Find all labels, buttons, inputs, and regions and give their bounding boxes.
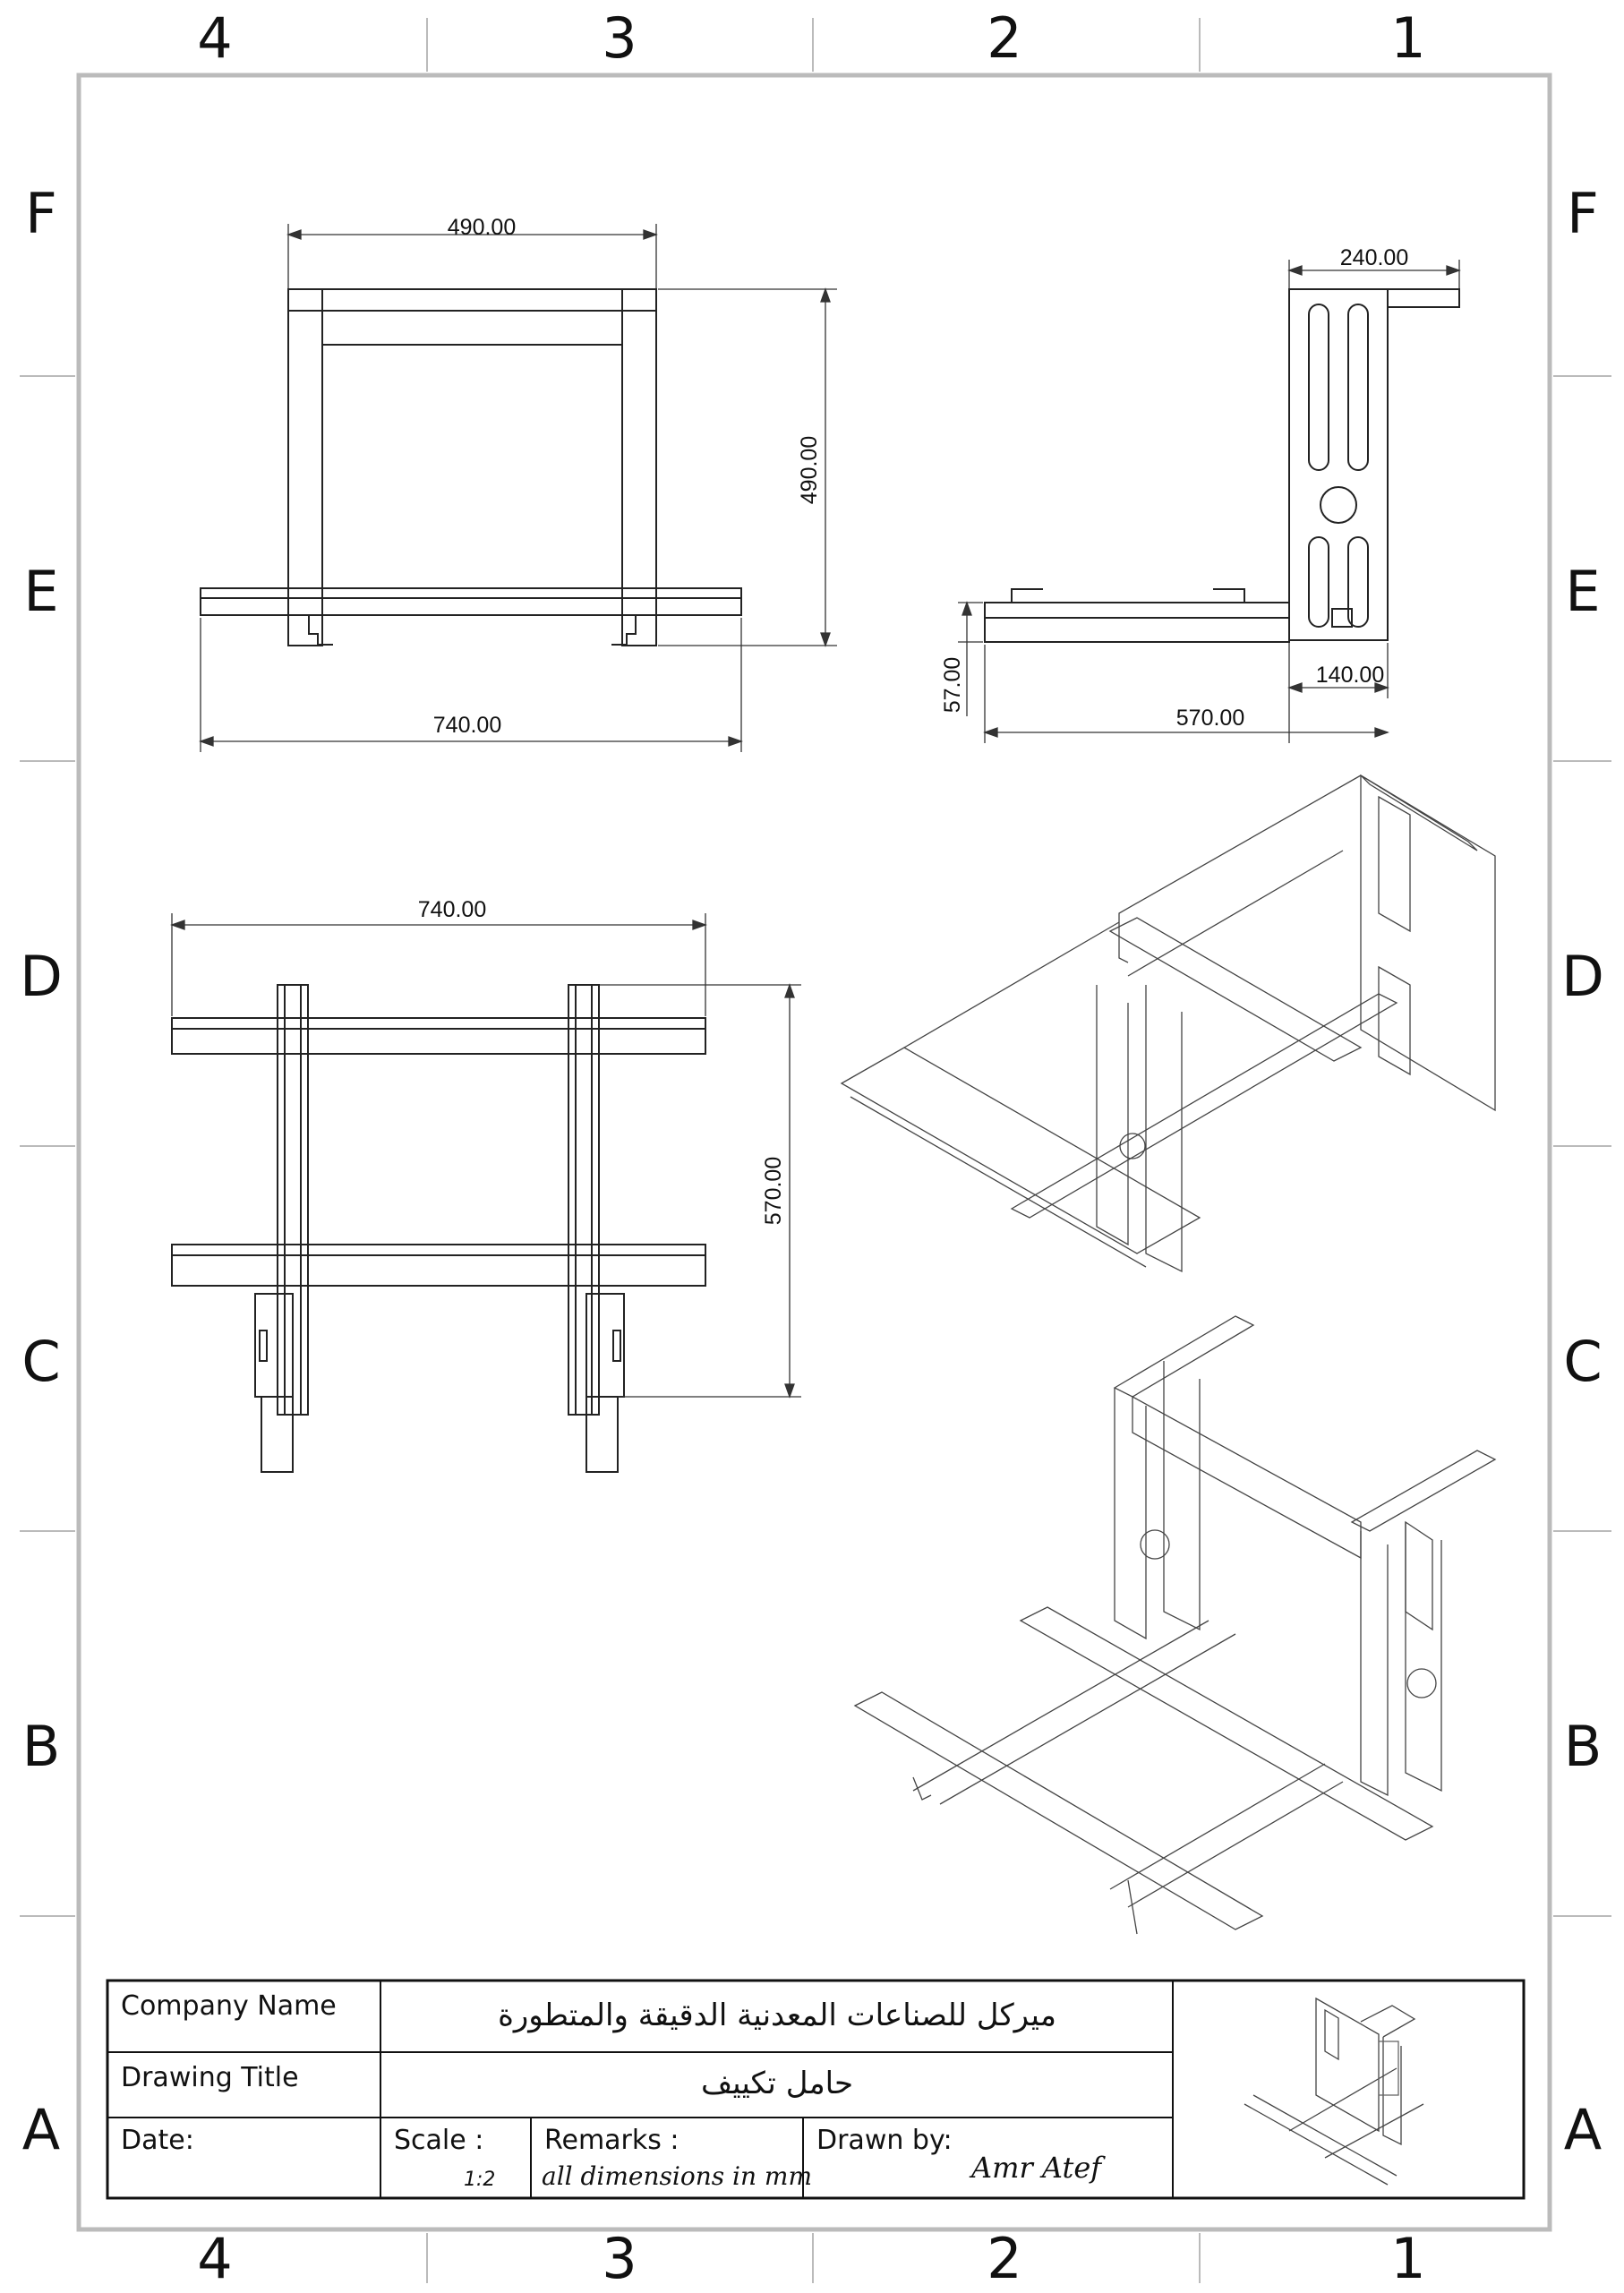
zone-row-a-right: A [1564, 2097, 1602, 2162]
zone-col-2-top: 2 [987, 5, 1021, 71]
remarks-label: Remarks : [544, 2125, 680, 2156]
front-dim-top-width: 490.00 [448, 215, 516, 240]
zone-row-e-left: E [23, 559, 58, 624]
isometric-view-top [840, 774, 1496, 1273]
remarks-value: all dimensions in mm [542, 2161, 812, 2191]
zone-row-d-right: D [1561, 944, 1604, 1009]
side-dim-base-height: 57.00 [940, 657, 965, 714]
isometric-view-bottom [853, 1315, 1497, 1935]
company-label: Company Name [121, 1990, 337, 2022]
front-dim-overall-width: 740.00 [433, 713, 501, 738]
zone-col-4-bottom: 4 [197, 2226, 232, 2291]
side-dim-top-depth: 240.00 [1340, 245, 1408, 270]
zone-col-1-top: 1 [1390, 5, 1425, 71]
zone-col-3-bottom: 3 [602, 2226, 637, 2291]
zone-row-e-right: E [1565, 559, 1600, 624]
zone-col-4-top: 4 [197, 5, 232, 71]
zone-row-b-right: B [1564, 1714, 1603, 1779]
side-dim-overall-depth: 570.00 [1176, 706, 1244, 731]
top-view: 740.00 570.00 [170, 897, 801, 1473]
front-dim-height: 490.00 [797, 436, 822, 504]
title-block: Company Name ميركل للصناعات المعدنية الد… [106, 1979, 1526, 2200]
front-view: 490.00 490.00 740.00 [199, 215, 837, 752]
scale-value: 1:2 [464, 2169, 495, 2191]
date-label: Date: [121, 2125, 194, 2156]
top-dim-depth: 570.00 [761, 1157, 786, 1225]
zone-row-f-right: F [1567, 181, 1599, 246]
zone-col-3-top: 3 [602, 5, 637, 71]
zone-row-b-left: B [22, 1714, 61, 1779]
side-view: 240.00 140.00 57.00 570.00 [940, 245, 1461, 743]
zone-col-1-bottom: 1 [1390, 2226, 1425, 2291]
drawing-title-value: حامل تكييف [701, 2066, 853, 2101]
drawn-by-value: Amr Atef [969, 2151, 1106, 2185]
scale-label: Scale : [394, 2125, 483, 2156]
drawing-title-label: Drawing Title [121, 2062, 299, 2093]
drawn-by-label: Drawn by: [816, 2125, 953, 2156]
zone-row-c-left: C [21, 1329, 60, 1394]
zone-row-c-right: C [1563, 1329, 1602, 1394]
zone-row-a-left: A [22, 2097, 60, 2162]
sheet-border [76, 73, 1552, 2232]
assembly-thumbnail [1244, 1997, 1424, 2186]
zone-col-2-bottom: 2 [987, 2226, 1021, 2291]
company-value: ميركل للصناعات المعدنية الدقيقة والمتطور… [498, 1998, 1056, 2033]
side-dim-foot: 140.00 [1316, 663, 1384, 688]
zone-row-d-left: D [20, 944, 63, 1009]
top-dim-width: 740.00 [418, 897, 486, 922]
zone-row-f-left: F [25, 181, 57, 246]
